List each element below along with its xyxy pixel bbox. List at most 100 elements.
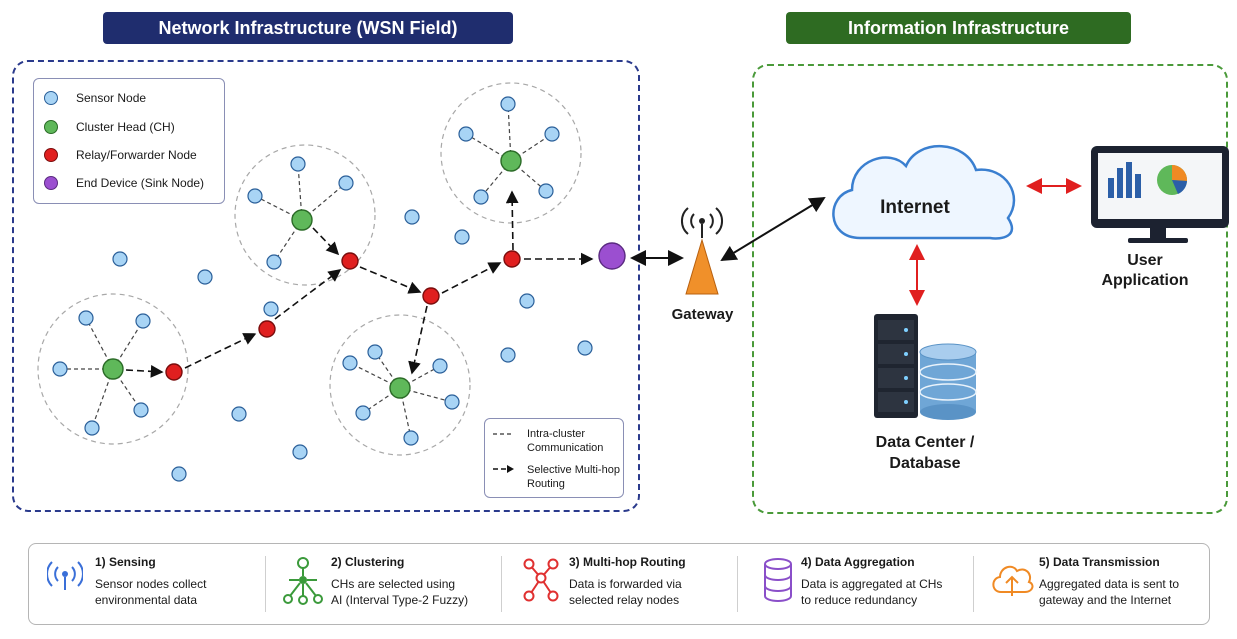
step-title: 5) Data Transmission [1039,555,1160,569]
information-panel [752,64,1228,514]
step-routing: 3) Multi-hop Routing Data is forwarded v… [501,544,737,624]
sensor-node [338,175,354,191]
internet-label: Internet [880,197,950,218]
user-line1: User [1127,252,1163,269]
route-arrow [125,364,164,378]
step-title: 1) Sensing [95,555,156,569]
clustering-icon [283,557,323,605]
sensor-node [519,293,535,309]
sensor-node [355,405,371,421]
sensor-node [84,420,100,436]
gateway-icon [681,207,723,295]
sensor-node [133,402,149,418]
step-transmission: 5) Data Transmission Aggregated data is … [973,544,1209,624]
route-arrow [359,266,422,294]
sensor-node [367,344,383,360]
route-arrow [441,262,502,294]
sensor-node [52,361,68,377]
multi-line1: Selective Multi-hop [527,464,620,476]
cluster-boundary [329,314,471,456]
cluster-boundary [37,293,189,445]
sensor-node [197,269,213,285]
information-header: Information Infrastructure [786,12,1131,44]
cluster-boundary [440,82,582,224]
datacenter-line1: Data Center / [875,434,975,451]
intra-line1: Intra-cluster [527,428,586,440]
intra-cluster-label: Intra-cluster Communication [527,427,603,455]
info-diagram [720,144,1229,420]
network-header: Network Infrastructure (WSN Field) [103,12,513,44]
cluster-head-node [291,209,313,231]
step-aggregation: 4) Data Aggregation Data is aggregated a… [737,544,973,624]
sensor-node [544,126,560,142]
route-arrow [274,269,342,320]
legend-sink-label: End Device (Sink Node) [76,176,205,190]
database-icon [764,558,792,602]
cloud-icon [832,144,1016,240]
sink-node [598,242,626,270]
step-title: 3) Multi-hop Routing [569,555,686,569]
relay-node [341,252,359,270]
datacenter-label: Data Center / Database [850,432,1000,474]
relay-node [503,250,521,268]
sensor-node [266,254,282,270]
sensor-node [454,229,470,245]
multi-hop-routes [125,190,594,378]
cluster-heads [102,150,522,399]
legend-sensor-label: Sensor Node [76,91,147,105]
sensor-node [231,406,247,422]
intra-line2: Communication [527,442,604,454]
node-legend: Sensor Node Cluster Head (CH) Relay/Forw… [33,78,225,204]
wsn-diagram [37,82,723,482]
user-app-label: User Application [1090,251,1200,291]
sensor-node [404,209,420,225]
legend-relay-label: Relay/Forwarder Node [76,148,197,162]
sensor-node [500,347,516,363]
route-arrow [184,333,257,369]
route-legend-lines [493,433,514,473]
cluster-boundary [234,144,376,286]
datacenter-line2: Database [889,455,961,472]
sink-legend-icon [44,176,58,190]
legend-ch: Cluster Head (CH) [44,120,175,134]
sensor-node [292,444,308,460]
route-legend: Intra-cluster Communication Selective Mu… [484,418,624,498]
sensor-node [500,96,516,112]
multi-line2: Routing [527,478,565,490]
cluster-head-node [102,358,124,380]
legend-sensor: Sensor Node [44,91,146,105]
sensor-node [263,301,279,317]
cluster-head-node [389,377,411,399]
relay-nodes [165,250,521,381]
relay-legend-icon [44,148,58,162]
step-divider [265,556,266,612]
step-divider [501,556,502,612]
cluster-boundaries [37,82,582,456]
sensor-node [458,126,474,142]
route-arrow [408,305,428,375]
route-arrow [505,190,519,251]
legend-relay: Relay/Forwarder Node [44,148,197,162]
sensor-node [135,313,151,329]
sensing-icon [47,561,83,590]
network-panel [12,60,640,512]
sensor-node [247,188,263,204]
database-cylinder-icon [919,343,977,420]
sensor-node [171,466,187,482]
sensor-node [538,183,554,199]
gateway-label: Gateway [671,306,734,323]
routing-icon [523,558,559,602]
cloud-upload-icon [992,565,1034,596]
sensor-legend-icon [44,91,58,105]
sensor-node [577,340,593,356]
sensor-node [112,251,128,267]
sensor-node [432,358,448,374]
cluster-head-node [500,150,522,172]
